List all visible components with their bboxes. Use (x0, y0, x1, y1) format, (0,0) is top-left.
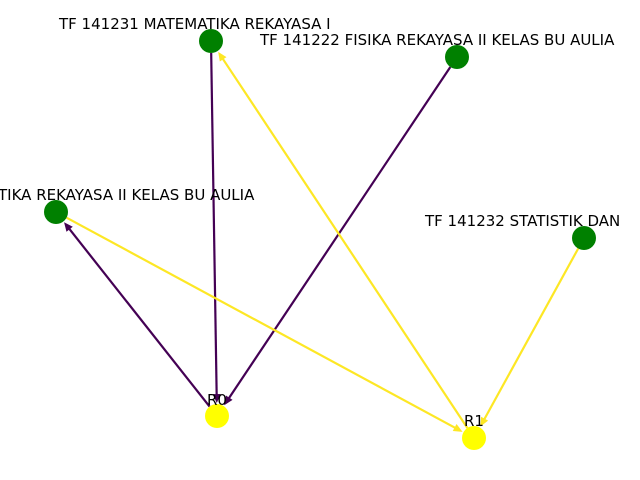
node-label-mk3: TIKA REKAYASA II KELAS BU AULIA (0, 186, 255, 204)
edge-line (65, 224, 211, 408)
edge-arrowhead (212, 393, 221, 404)
nodes-layer (44, 29, 596, 450)
edge-arrowhead (224, 395, 233, 406)
node-label-mk1: TF 141231 MATEMATIKA REKAYASA I (58, 15, 331, 33)
node-mk2 (445, 45, 469, 69)
edge-arrowhead (452, 424, 463, 432)
node-mk4 (572, 226, 596, 250)
node-label-mk4: TF 141232 STATISTIK DAN (424, 212, 620, 230)
edge-mk4-to-r1 (480, 247, 580, 427)
edge-r1-to-mk1 (218, 51, 469, 429)
edge-mk1-to-r0 (210, 52, 221, 404)
edge-mk3-to-r1 (66, 216, 463, 432)
edge-mk2-to-r0 (224, 66, 452, 406)
node-label-r1: R1 (464, 412, 484, 430)
node-r0 (205, 404, 229, 428)
node-mk1 (199, 29, 223, 53)
edge-line (210, 52, 218, 400)
edge-line (219, 54, 469, 429)
node-label-mk2: TF 141222 FISIKA REKAYASA II KELAS BU AU… (259, 31, 615, 49)
node-r1 (462, 426, 486, 450)
edge-arrowhead (218, 51, 227, 62)
labels-layer: TF 141231 MATEMATIKA REKAYASA ITF 141222… (0, 15, 620, 430)
edge-line (66, 216, 460, 431)
edge-r0-to-mk3 (64, 222, 211, 408)
edges-layer (64, 51, 580, 432)
edge-line (481, 247, 580, 424)
node-label-r0: R0 (207, 391, 227, 409)
node-mk3 (44, 200, 68, 224)
edge-arrowhead (480, 416, 489, 427)
edge-arrowhead (64, 222, 73, 232)
